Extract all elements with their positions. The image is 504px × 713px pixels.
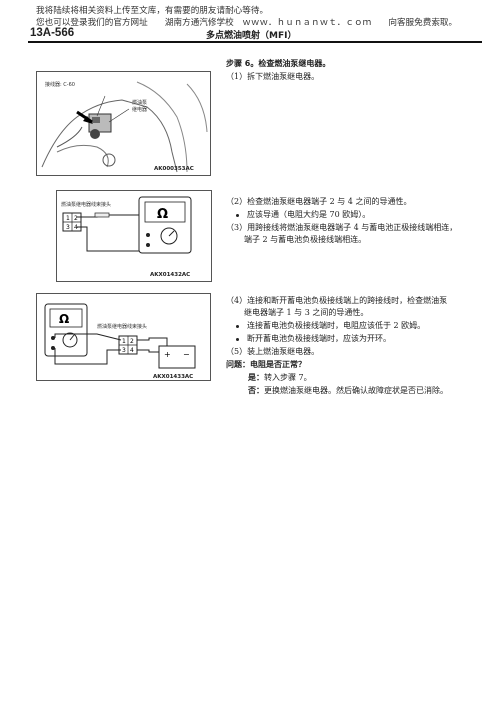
fig3-code: AKX01433AC — [153, 374, 193, 380]
step-title: 步骤 6。检查燃油泵继电器。 — [226, 59, 331, 68]
fig2-pin-4: 4 — [74, 224, 78, 231]
figure-relay-location: 接线器: C-60 燃油泵 继电器 AK000353AC — [36, 71, 211, 176]
fig1-code: AK000353AC — [154, 166, 194, 172]
step-1: （1）拆下燃油泵继电器。 — [226, 72, 320, 81]
fig1-connector-label: 接线器: C-60 — [45, 81, 75, 88]
answer-no: 否：更换燃油泵继电器。然后确认故障症状是否已消除。 — [248, 386, 448, 395]
step-4-bullet-2: 断开蓄电池负极接线端时，应该为开环。 — [236, 333, 391, 345]
fig3-battery-minus: − — [183, 350, 190, 359]
fig3-harness-label: 燃油泵继电器线束接头 — [97, 323, 147, 330]
fig3-battery — [158, 345, 196, 369]
header-notice-line1: 我将陆续将相关资料上传至文库，有需要的朋友请耐心等待。 — [36, 6, 269, 16]
fig2-harness-label: 燃油泵继电器线束接头 — [61, 201, 111, 208]
step-4-line-2: 继电器端子 1 与 3 之间的导通性。 — [244, 308, 369, 317]
battery-jumper-check-drawing: Ω 燃油泵继电器线束接头 1 2 3 4 + − AKX01433AC — [44, 303, 196, 380]
answer-yes: 是：转入步骤 7。 — [248, 373, 312, 382]
fig3-battery-plus: + — [164, 350, 171, 359]
section-title: 多点燃油喷射（MFI） — [206, 31, 297, 41]
figure-battery-jumper-check: Ω 燃油泵继电器线束接头 1 2 3 4 + − AKX01433AC — [36, 293, 211, 381]
fig1-fuel-pump-label: 燃油泵 — [132, 99, 147, 106]
relay-location-drawing: 接线器: C-60 燃油泵 继电器 AK000353AC — [41, 81, 208, 173]
step-2-bullet-1: 应该导通（电阻大约是 70 欧姆）。 — [236, 209, 370, 221]
fig3-pin-4: 4 — [130, 347, 134, 354]
fig2-pin-1: 1 — [66, 215, 70, 222]
figure-continuity-check: 燃油泵继电器线束接头 1 2 3 4 Ω AKX01432AC — [56, 190, 212, 282]
step-4-bullet-1: 连接蓄电池负极接线端时，电阻应该低于 2 欧姆。 — [236, 320, 425, 332]
fig3-pin-1: 1 — [122, 338, 126, 345]
section-code: 13A-566 — [30, 27, 75, 39]
header-divider — [28, 41, 482, 43]
step-3-line-1: （3）用跨接线将燃油泵继电器端子 4 与蓄电池正极接线端相连， — [226, 223, 458, 232]
step-4-line-1: （4）连接和断开蓄电池负极接线端上的跨接线时，检查燃油泵 — [226, 296, 448, 305]
fig2-ohm-symbol: Ω — [157, 207, 168, 222]
step-5: （5）装上燃油泵继电器。 — [226, 347, 320, 356]
fig3-pin-3: 3 — [122, 347, 126, 354]
fig1-relay-label: 继电器 — [132, 106, 147, 113]
header-notice-line2: 您也可以登录我们的官方网址 湖南方通汽修学校 ｗｗｗ．ｈｕｎａｎｗｔ．ｃｏｍ 向… — [36, 18, 458, 28]
step-2: （2）检查燃油泵继电器端子 2 与 4 之间的导通性。 — [226, 197, 412, 206]
step-3-line-2: 端子 2 与蓄电池负极接线端相连。 — [244, 235, 367, 244]
fig3-ohm-symbol: Ω — [59, 312, 69, 326]
question: 问题：电阻是否正常？ — [226, 360, 306, 369]
continuity-check-drawing: 燃油泵继电器线束接头 1 2 3 4 Ω AKX01432AC — [61, 196, 192, 278]
fig2-pin-2: 2 — [74, 215, 78, 222]
fig2-pin-3: 3 — [66, 224, 70, 231]
fig2-code: AKX01432AC — [150, 272, 190, 278]
fig3-pin-2: 2 — [130, 338, 134, 345]
